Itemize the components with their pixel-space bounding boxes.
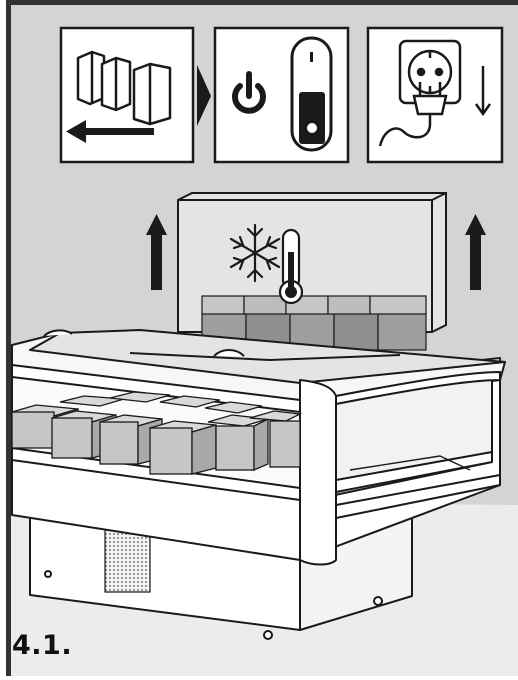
figure-caption: 4.1. bbox=[12, 630, 72, 661]
thermometer-icon bbox=[280, 230, 302, 303]
step-panel-2 bbox=[215, 28, 348, 162]
step-panel-3 bbox=[368, 28, 502, 162]
step-panel-1 bbox=[61, 28, 193, 162]
